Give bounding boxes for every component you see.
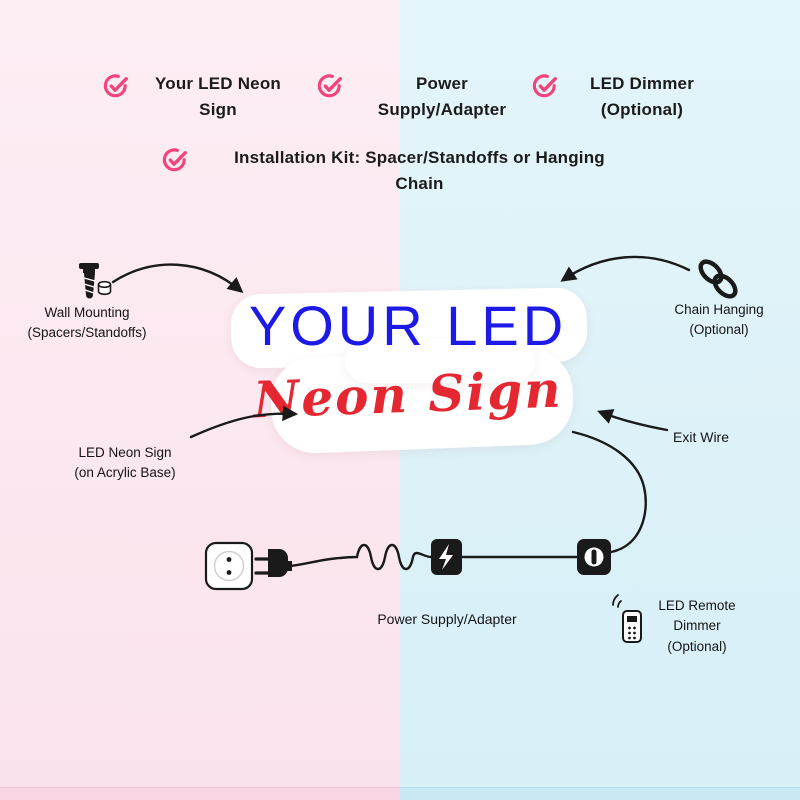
bottom-strip [0,787,800,800]
remote-dimmer-label: LED Remote Dimmer (Optional) [658,598,736,654]
wire-dimmer-to-sign [571,430,647,554]
check-icon [103,74,128,98]
power-supply-label: Power Supply/Adapter [377,611,517,627]
bottom-strip-right [400,787,800,800]
arrow-led-neon-sign [189,405,299,439]
checklist-item-installation-kit: Installation Kit: Spacer/Standoffs or Ha… [161,145,642,198]
checklist-item-power-supply: Power Supply/Adapter [316,71,532,124]
wire-plug-to-adapter [288,543,433,571]
checklist-label: Your LED Neon Sign [154,74,281,120]
power-adapter-icon [431,539,462,575]
arrow-wall-mounting [111,263,244,294]
power-plug-icon [254,549,292,577]
signal-wave-icon [612,594,619,606]
bottom-strip-left [0,787,400,800]
checklist-item-dimmer: LED Dimmer (Optional) [531,71,717,124]
checklist-label: Installation Kit: Spacer/Standoffs or Ha… [234,148,605,194]
check-icon [532,74,557,98]
acrylic-base-shape [345,339,535,383]
led-neon-sign-label: LED Neon Sign (on Acrylic Base) [74,445,176,481]
check-icon [317,74,342,98]
neon-sign-preview: YOUR LED Neon Sign [225,283,591,465]
chain-icon [698,259,738,299]
wall-mounting-label: Wall Mounting (Spacers/Standoffs) [27,305,147,341]
screw-standoff-icon [79,263,112,299]
checklist-label: Power Supply/Adapter [377,74,507,120]
signal-wave-icon [617,600,622,608]
lightning-bolt-icon [439,544,453,570]
arrow-exit-wire [597,409,669,432]
sign-text-line1: YOUR LED [248,294,568,357]
power-wire [288,430,647,571]
arrow-chain-hanging [560,255,691,282]
wall-socket-icon [204,541,254,591]
exit-wire-label: Exit Wire [673,429,729,445]
checklist-label: LED Dimmer (Optional) [589,74,695,120]
check-icon [162,148,187,172]
chain-hanging-label: Chain Hanging (Optional) [674,302,764,338]
checklist-item-neon-sign: Your LED Neon Sign [102,71,298,124]
remote-control-icon [612,594,642,643]
dimmer-switch-icon [577,539,611,575]
